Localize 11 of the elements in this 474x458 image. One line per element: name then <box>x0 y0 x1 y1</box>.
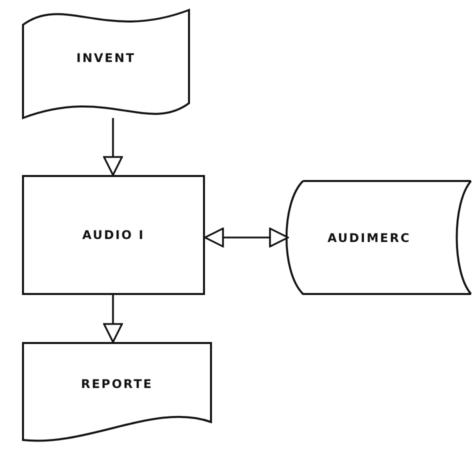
node-label: AUDIMERC <box>328 230 411 244</box>
document-shape <box>22 342 212 442</box>
node-label: INVENT <box>76 51 136 66</box>
arrow <box>103 295 123 343</box>
arrow <box>204 228 289 248</box>
stored-data-shape <box>286 180 472 295</box>
node-label: REPORTE <box>80 377 154 391</box>
arrow <box>103 118 123 176</box>
process-box <box>22 175 205 295</box>
punched-tape-shape <box>22 9 190 119</box>
node-label: AUDIO I <box>82 228 145 242</box>
